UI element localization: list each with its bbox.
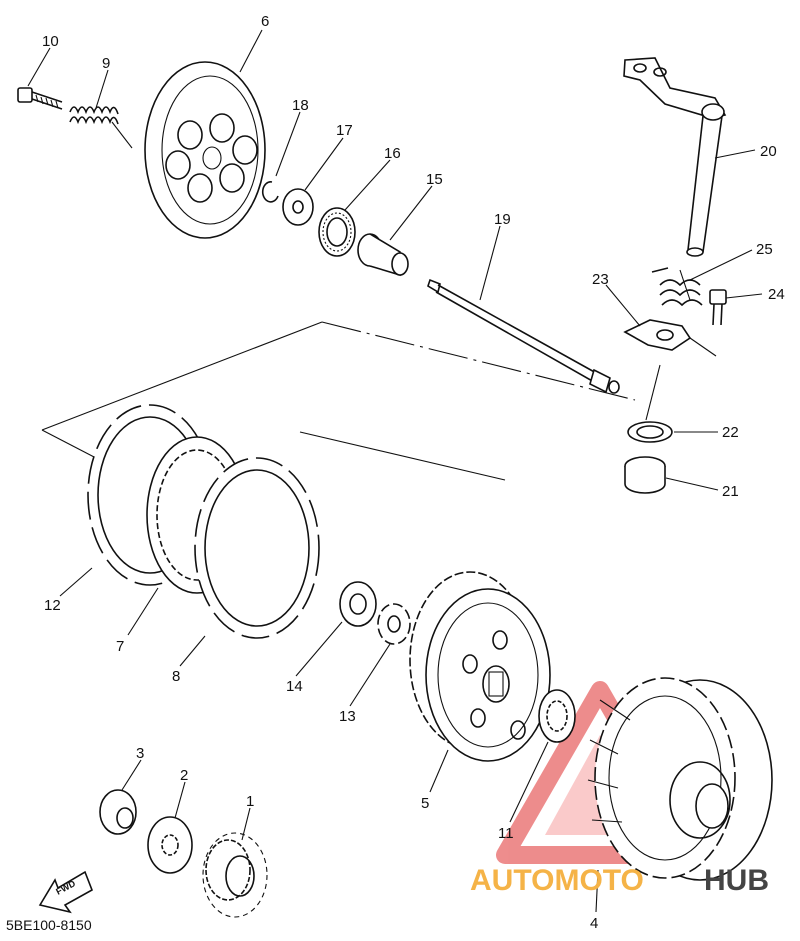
- part-4-clutch-housing: [587, 677, 773, 881]
- leader-lines: [27, 29, 763, 913]
- part-21-bushing: [624, 456, 666, 494]
- label-15: 15: [426, 171, 443, 188]
- diagram-code: 5BE100-8150: [6, 917, 92, 933]
- part-24-bolt: [709, 289, 727, 326]
- label-19: 19: [494, 211, 511, 228]
- label-5: 5: [421, 795, 429, 812]
- part-1-gear: [202, 832, 268, 918]
- label-14: 14: [286, 678, 303, 695]
- watermark-text: AUTOMOTO HUB: [470, 864, 769, 897]
- label-10: 10: [42, 33, 59, 50]
- label-2: 2: [180, 767, 188, 784]
- part-25-spring: [651, 267, 703, 307]
- part-3-nut: [99, 789, 137, 835]
- label-16: 16: [384, 145, 401, 162]
- label-17: 17: [336, 122, 353, 139]
- label-20: 20: [760, 143, 777, 160]
- label-7: 7: [116, 638, 124, 655]
- plates-group-frame: [41, 321, 636, 481]
- part-11-thrust-washer: [538, 689, 576, 743]
- label-22: 22: [722, 424, 739, 441]
- part-5-clutch-boss: [409, 571, 551, 762]
- part-10-bolt: [17, 87, 63, 110]
- part-16-bearing: [318, 207, 356, 257]
- part-6-pressure-plate: [144, 61, 266, 239]
- label-25: 25: [756, 241, 773, 258]
- part-19-push-rod: [427, 278, 620, 394]
- label-21: 21: [722, 483, 739, 500]
- label-1: 1: [246, 793, 254, 810]
- label-18: 18: [292, 97, 309, 114]
- label-13: 13: [339, 708, 356, 725]
- part-2-lock-washer: [147, 816, 193, 874]
- part-13-lock-washer: [377, 603, 411, 645]
- label-4: 4: [590, 915, 598, 932]
- watermark-word-a: AUTOMOTO: [470, 864, 644, 897]
- part-15-push-piece: [357, 233, 409, 277]
- part-9-spring: [69, 106, 133, 149]
- label-9: 9: [102, 55, 110, 72]
- label-6: 6: [261, 13, 269, 30]
- part-14-bearing: [339, 581, 377, 627]
- part-17-washer: [282, 188, 314, 226]
- forward-arrow: FWD: [38, 870, 93, 914]
- part-labels: 10 9 6 18 17 16 15 19 20 25 24 23 22 21 …: [42, 13, 785, 932]
- part-22-oil-seal: [627, 364, 673, 443]
- label-24: 24: [768, 286, 785, 303]
- part-18-circlip: [261, 181, 279, 203]
- label-23: 23: [592, 271, 609, 288]
- label-11: 11: [498, 825, 514, 842]
- part-23-plate: [623, 319, 717, 357]
- label-3: 3: [136, 745, 144, 762]
- part-20-push-lever: [623, 57, 727, 257]
- label-8: 8: [172, 668, 180, 685]
- label-12: 12: [44, 597, 61, 614]
- watermark-word-b: HUB: [704, 864, 769, 897]
- part-8-friction-plate: [194, 457, 320, 639]
